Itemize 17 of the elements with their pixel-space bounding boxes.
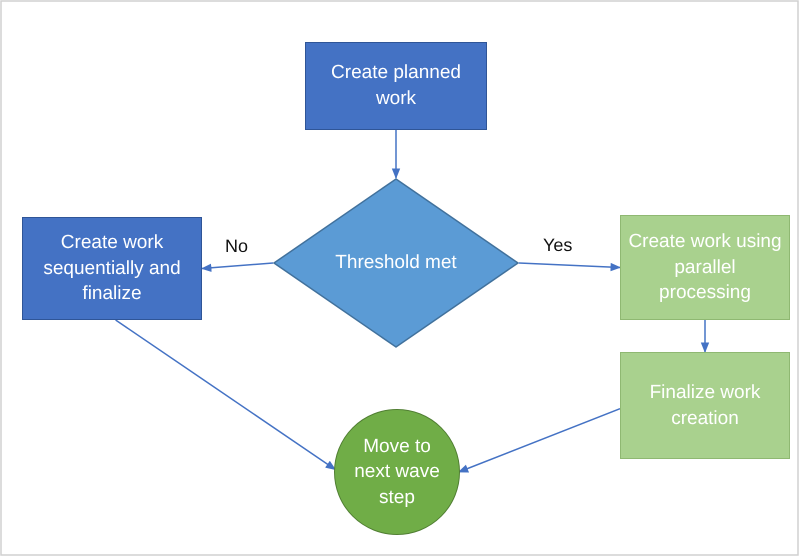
arrow [200, 262, 274, 272]
process-box [305, 42, 487, 130]
node-label: Create work sequentially and finalize [42, 231, 182, 306]
decision-diamond [273, 178, 519, 348]
arrow [700, 320, 710, 354]
arrow [115, 319, 336, 470]
node-label: Move to next wave step [353, 434, 441, 510]
process-box [620, 215, 790, 320]
node-label: Create planned work [330, 61, 462, 111]
arrow [518, 262, 622, 272]
process-box [620, 352, 790, 459]
node-label: Finalize work creation [648, 380, 762, 430]
arrow [458, 408, 620, 473]
node-label: Threshold met [335, 251, 457, 276]
node-label: Create work using parallel processing [627, 230, 783, 306]
process-box [22, 217, 202, 320]
arrow [392, 130, 400, 180]
